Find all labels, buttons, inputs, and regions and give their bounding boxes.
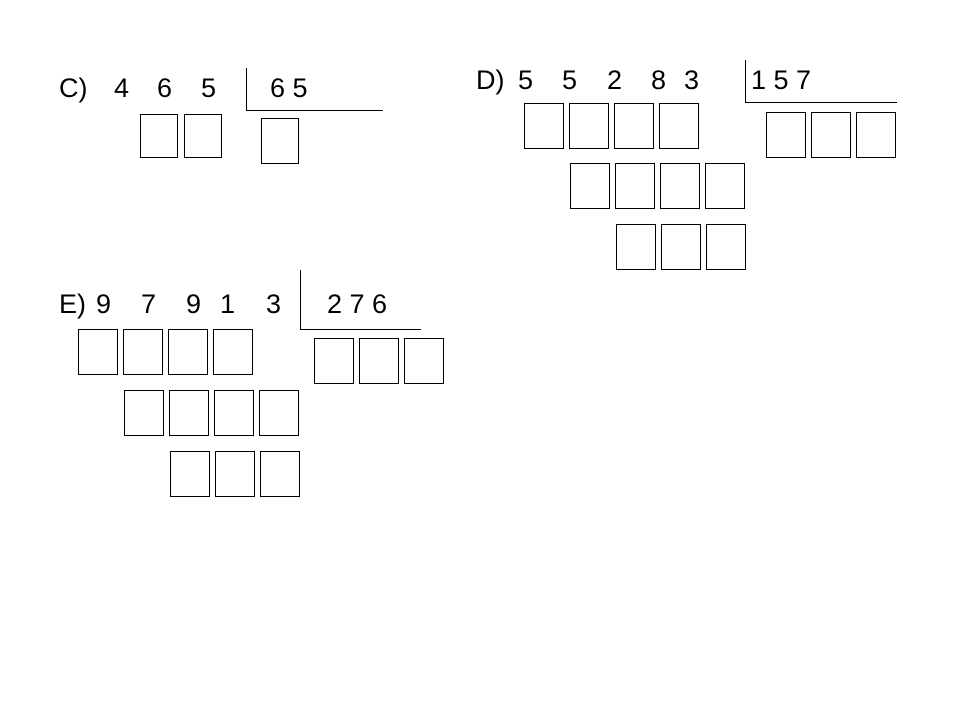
problem-e-dividend-digit: 7 xyxy=(141,289,157,319)
problem-e-dividend-digit: 1 xyxy=(220,289,236,319)
answer-box[interactable] xyxy=(123,329,163,375)
answer-box[interactable] xyxy=(260,451,300,497)
problem-e-division-bracket-vertical xyxy=(300,270,301,330)
answer-box[interactable] xyxy=(215,451,255,497)
answer-box[interactable] xyxy=(214,390,254,436)
answer-box[interactable] xyxy=(259,390,299,436)
problem-c-dividend-digit: 4 xyxy=(114,73,130,103)
problem-c-dividend-digit: 6 xyxy=(157,73,173,103)
quotient-box[interactable] xyxy=(261,118,299,164)
answer-box[interactable] xyxy=(661,224,701,270)
problem-d-dividend-digit: 2 xyxy=(607,65,623,95)
answer-box[interactable] xyxy=(660,163,700,209)
problem-c-division-bracket-vertical xyxy=(246,68,247,111)
answer-box[interactable] xyxy=(615,163,655,209)
problem-c-label: C) xyxy=(59,73,88,103)
quotient-box[interactable] xyxy=(856,112,896,158)
answer-box[interactable] xyxy=(124,390,164,436)
problem-c-divisor: 6 5 xyxy=(270,73,308,103)
answer-box[interactable] xyxy=(524,103,564,149)
answer-box[interactable] xyxy=(659,103,699,149)
problem-d-divisor: 1 5 7 xyxy=(751,65,812,95)
problem-d-division-bracket-vertical xyxy=(745,60,746,103)
answer-box[interactable] xyxy=(570,163,610,209)
problem-d-dividend-digit: 3 xyxy=(684,65,700,95)
problem-e-label: E) xyxy=(59,289,86,319)
problem-e-division-bracket-horizontal xyxy=(300,329,421,330)
answer-box[interactable] xyxy=(705,163,745,209)
answer-box[interactable] xyxy=(213,329,253,375)
quotient-box[interactable] xyxy=(766,112,806,158)
problem-e-dividend-digit: 9 xyxy=(96,289,112,319)
answer-box[interactable] xyxy=(78,329,118,375)
problem-d-dividend-digit: 5 xyxy=(518,65,534,95)
answer-box[interactable] xyxy=(168,329,208,375)
problem-c-division-bracket-horizontal xyxy=(246,110,383,111)
answer-box[interactable] xyxy=(616,224,656,270)
problem-d-dividend-digit: 8 xyxy=(651,65,667,95)
answer-box[interactable] xyxy=(170,451,210,497)
problem-e-dividend-digit: 3 xyxy=(266,289,282,319)
quotient-box[interactable] xyxy=(404,338,444,384)
quotient-box[interactable] xyxy=(359,338,399,384)
answer-box[interactable] xyxy=(706,224,746,270)
problem-d-division-bracket-horizontal xyxy=(745,102,897,103)
answer-box[interactable] xyxy=(140,114,178,158)
quotient-box[interactable] xyxy=(314,338,354,384)
answer-box[interactable] xyxy=(614,103,654,149)
answer-box[interactable] xyxy=(569,103,609,149)
problem-d-dividend-digit: 5 xyxy=(562,65,578,95)
quotient-box[interactable] xyxy=(811,112,851,158)
answer-box[interactable] xyxy=(169,390,209,436)
problem-d-label: D) xyxy=(476,65,505,95)
problem-e-divisor: 2 7 6 xyxy=(327,289,388,319)
answer-box[interactable] xyxy=(184,114,222,158)
problem-c-dividend-digit: 5 xyxy=(201,73,217,103)
problem-e-dividend-digit: 9 xyxy=(186,289,202,319)
